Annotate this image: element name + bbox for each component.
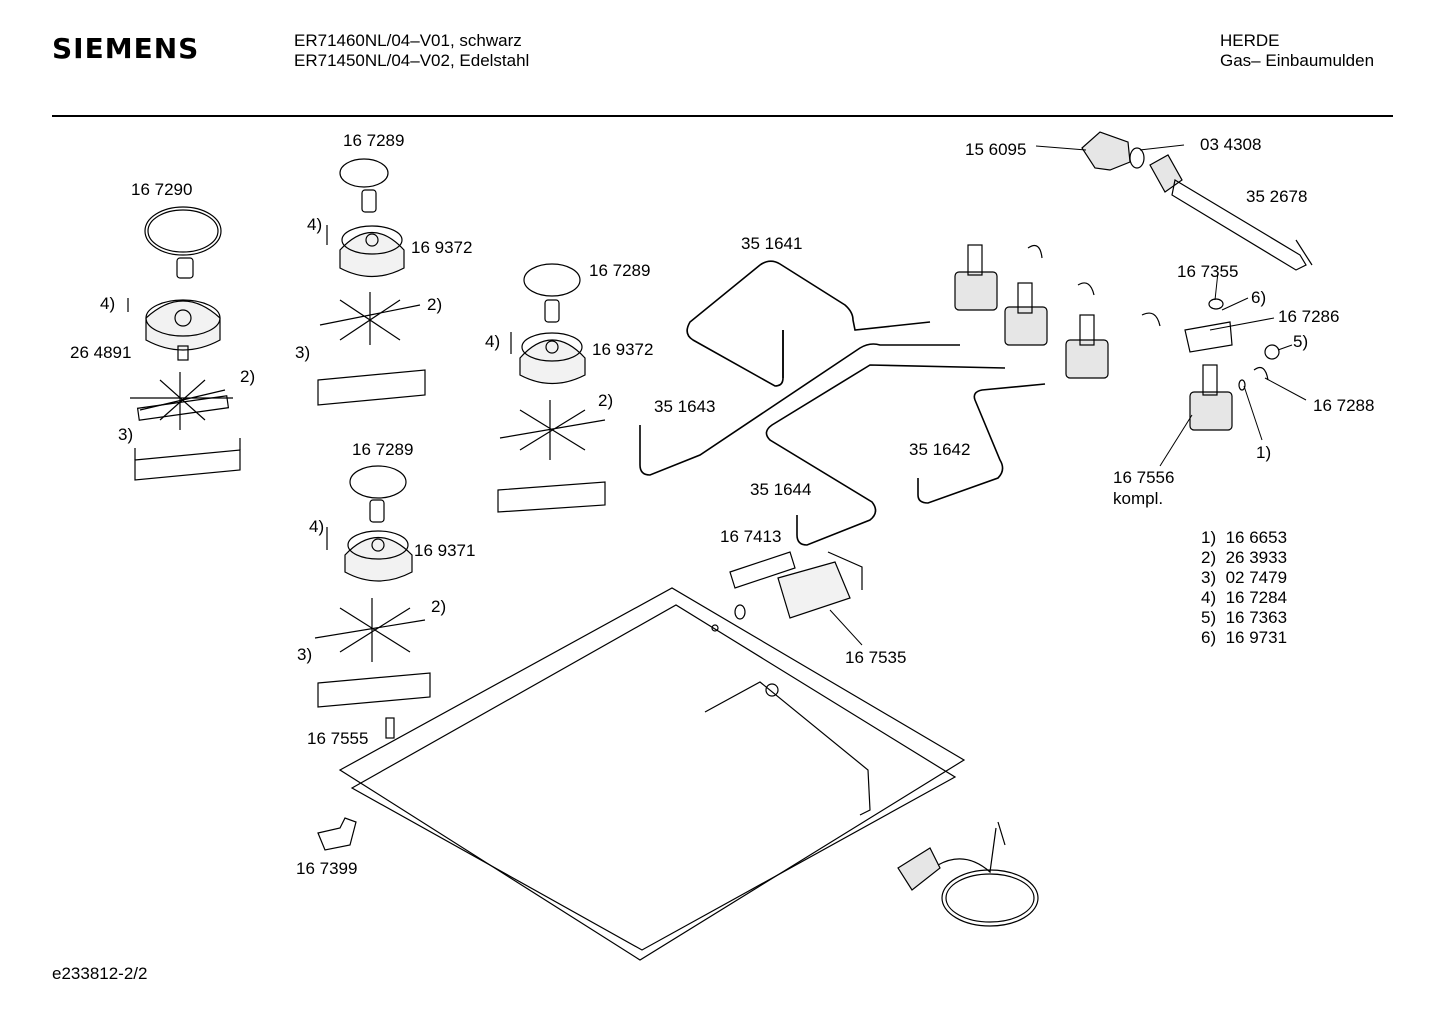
part-label-167535: 16 7535 bbox=[845, 648, 907, 667]
ref-label-6: 6) bbox=[1251, 288, 1267, 307]
ref-label-4: 4) bbox=[100, 294, 116, 313]
part-label-kompl: kompl. bbox=[1113, 489, 1164, 508]
part-label-351641: 35 1641 bbox=[741, 234, 803, 253]
part-label-167290: 16 7290 bbox=[131, 180, 193, 199]
clip-part bbox=[317, 817, 357, 851]
category-line-2: Gas– Einbaumulden bbox=[1220, 51, 1375, 70]
leader-lines bbox=[829, 144, 1307, 646]
legend-row: 6) 16 9731 bbox=[1201, 628, 1287, 648]
ref-label-3: 3) bbox=[118, 425, 134, 444]
gas-inlet-assembly bbox=[1081, 131, 1313, 271]
part-label-167289: 16 7289 bbox=[343, 131, 405, 150]
brand-logo: SIEMENS bbox=[52, 32, 200, 65]
part-label-351643: 35 1643 bbox=[654, 397, 716, 416]
ref-label-4: 4) bbox=[485, 332, 501, 351]
burner-assembly-top bbox=[317, 158, 426, 406]
legend-ref: 1) bbox=[1201, 528, 1217, 547]
legend-row: 4) 16 7284 bbox=[1201, 588, 1287, 608]
reference-legend: 1) 16 6653 2) 26 3933 3) 02 7479 4) 16 7… bbox=[1201, 528, 1287, 648]
legend-ref: 6) bbox=[1201, 628, 1217, 647]
legend-row: 1) 16 6653 bbox=[1201, 528, 1287, 548]
ref-label-5: 5) bbox=[1293, 332, 1309, 351]
legend-part: 16 6653 bbox=[1225, 528, 1288, 547]
part-label-167289: 16 7289 bbox=[352, 440, 414, 459]
legend-part: 26 3933 bbox=[1225, 548, 1288, 567]
part-label-167413: 16 7413 bbox=[720, 527, 782, 546]
ref-label-3: 3) bbox=[297, 645, 313, 664]
part-label-264891: 26 4891 bbox=[70, 343, 132, 362]
burner-assembly-bottom bbox=[314, 465, 431, 739]
part-label-034308: 03 4308 bbox=[1200, 135, 1262, 154]
ref-label-4: 4) bbox=[307, 215, 323, 234]
gas-pipes bbox=[639, 260, 1046, 546]
part-label-167399: 16 7399 bbox=[296, 859, 358, 878]
burner-assembly-mid bbox=[497, 263, 606, 513]
part-label-351642: 35 1642 bbox=[909, 440, 971, 459]
part-label-156095: 15 6095 bbox=[965, 140, 1027, 159]
header-divider bbox=[52, 115, 1393, 117]
small-valve-parts bbox=[1184, 298, 1280, 391]
power-cable bbox=[897, 821, 1039, 927]
part-label-169371: 16 9371 bbox=[414, 541, 476, 560]
part-label-167286: 16 7286 bbox=[1278, 307, 1340, 326]
legend-part: 16 7284 bbox=[1225, 588, 1288, 607]
model-line-2: ER71450NL/04–V02, Edelstahl bbox=[294, 51, 530, 70]
ref-label-4: 4) bbox=[309, 517, 325, 536]
part-label-167555: 16 7555 bbox=[307, 729, 369, 748]
part-label-167556: 16 7556 bbox=[1113, 468, 1175, 487]
ref-label-1: 1) bbox=[1256, 443, 1272, 462]
large-burner-assembly bbox=[127, 206, 241, 481]
ref-label-2: 2) bbox=[431, 597, 447, 616]
legend-row: 3) 02 7479 bbox=[1201, 568, 1287, 588]
legend-part: 16 9731 bbox=[1225, 628, 1288, 647]
legend-row: 5) 16 7363 bbox=[1201, 608, 1287, 628]
legend-part: 02 7479 bbox=[1225, 568, 1288, 587]
gas-taps bbox=[954, 244, 1269, 431]
part-label-169372: 16 9372 bbox=[411, 238, 473, 257]
ref-label-2: 2) bbox=[598, 391, 614, 410]
legend-ref: 4) bbox=[1201, 588, 1217, 607]
part-label-167355: 16 7355 bbox=[1177, 262, 1239, 281]
document-id: e233812-2/2 bbox=[52, 964, 148, 983]
part-label-351644: 35 1644 bbox=[750, 480, 812, 499]
legend-ref: 2) bbox=[1201, 548, 1217, 567]
part-label-169372: 16 9372 bbox=[592, 340, 654, 359]
electrical-parts bbox=[729, 551, 863, 620]
model-line-1: ER71460NL/04–V01, schwarz bbox=[294, 31, 522, 50]
hob-tray bbox=[338, 587, 966, 961]
part-label-167289: 16 7289 bbox=[589, 261, 651, 280]
ref-label-3: 3) bbox=[295, 343, 311, 362]
ref-label-2: 2) bbox=[427, 295, 443, 314]
ref-label-2: 2) bbox=[240, 367, 256, 386]
part-label-167288: 16 7288 bbox=[1313, 396, 1375, 415]
legend-ref: 3) bbox=[1201, 568, 1217, 587]
legend-row: 2) 26 3933 bbox=[1201, 548, 1287, 568]
legend-ref: 5) bbox=[1201, 608, 1217, 627]
part-label-352678: 35 2678 bbox=[1246, 187, 1308, 206]
category-line-1: HERDE bbox=[1220, 31, 1280, 50]
legend-part: 16 7363 bbox=[1225, 608, 1288, 627]
